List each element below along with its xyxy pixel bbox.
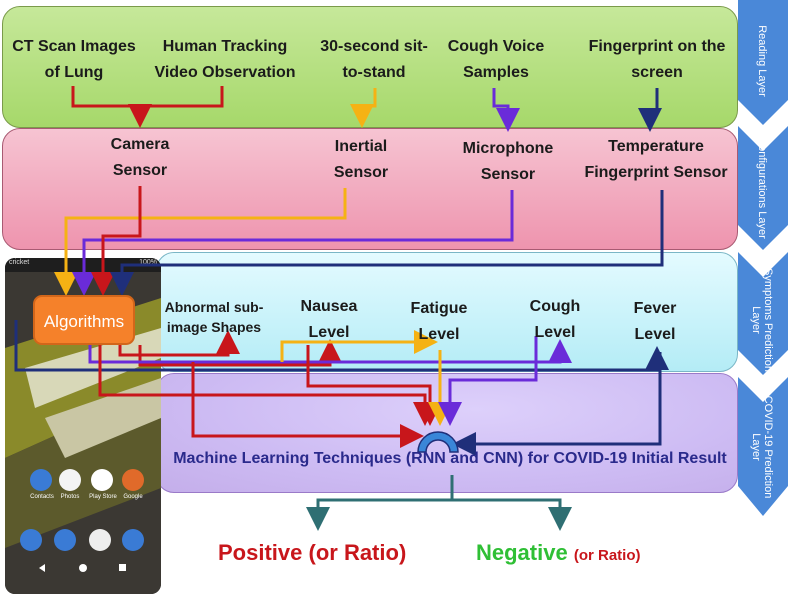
arrow-cough-ml bbox=[438, 336, 538, 426]
chevron-covid bbox=[738, 377, 788, 516]
arrow-camera-alg bbox=[91, 186, 142, 296]
reading-cough-voice: Cough Voice Samples bbox=[447, 38, 545, 81]
arrow-fever-ml bbox=[452, 352, 662, 456]
arrow-alg-nausea bbox=[138, 339, 342, 367]
symptom-cough: Cough Level bbox=[529, 298, 581, 341]
arrow-cough-mic bbox=[492, 88, 520, 132]
config-camera-sensor: Camera Sensor bbox=[110, 136, 170, 179]
app-google: Google bbox=[123, 494, 143, 500]
positive-note: (or Ratio) bbox=[308, 540, 407, 565]
reading-human-tracking: Human Tracking Video Observation bbox=[154, 38, 296, 81]
chevron-symptoms bbox=[738, 252, 788, 375]
arrow-ml-positive bbox=[306, 475, 454, 531]
arrow-inertial-alg bbox=[54, 188, 347, 296]
negative-label: Negative bbox=[476, 540, 568, 565]
ml-techniques-label: Machine Learning Techniques (RNN and CNN… bbox=[173, 450, 727, 467]
arrow-ct-camera bbox=[71, 86, 224, 122]
phone-battery: 100% bbox=[139, 259, 157, 266]
positive-label: Positive bbox=[218, 540, 303, 565]
app-photos: Photos bbox=[60, 494, 80, 500]
negative-note: (or Ratio) bbox=[573, 547, 641, 564]
chevron-config bbox=[738, 126, 788, 250]
reading-sit-to-stand: 30-second sit-to-stand bbox=[320, 38, 428, 81]
arrow-ml-negative bbox=[452, 498, 572, 531]
arrow-sit-inertial bbox=[350, 88, 377, 128]
symptom-nausea: Nausea Level bbox=[300, 298, 358, 341]
ml-hub-icon bbox=[417, 431, 459, 453]
arrow-alg-abnormal bbox=[118, 330, 240, 357]
symptom-fatigue: Fatigue Level bbox=[410, 300, 468, 343]
covid19-prediction-layer bbox=[156, 373, 738, 493]
arrow-alg-fatigue bbox=[280, 330, 438, 362]
reading-fingerprint: Fingerprint on the screen bbox=[588, 38, 726, 81]
reading-ct-scan: CT Scan Images of Lung bbox=[12, 38, 136, 81]
negative-result: Negative (or Ratio) bbox=[476, 540, 641, 566]
config-microphone-sensor: Microphone Sensor bbox=[462, 140, 554, 183]
arrow-temp-alg bbox=[110, 190, 664, 296]
arrow-mic-alg bbox=[72, 190, 514, 296]
arrow-abnormal-ml bbox=[191, 362, 424, 448]
app-contacts: Contacts bbox=[30, 494, 54, 500]
algorithms-box: Algorithms bbox=[33, 295, 135, 345]
configurations-layer bbox=[2, 128, 738, 250]
arrow-finger-temp bbox=[638, 88, 662, 132]
config-temperature-sensor: Temperature Fingerprint Sensor bbox=[584, 138, 728, 181]
arrow-nausea-ml bbox=[306, 345, 442, 426]
arrow-alg-cough bbox=[88, 339, 572, 364]
symptom-fever: Fever Level bbox=[633, 300, 677, 343]
app-play-store: Play Store bbox=[89, 494, 117, 500]
arrow-alg-fever bbox=[14, 320, 669, 372]
chevron-reading bbox=[738, 0, 788, 125]
symptom-abnormal-shapes: Abnormal sub-image Shapes bbox=[164, 299, 264, 335]
config-inertial-sensor: Inertial Sensor bbox=[333, 138, 389, 181]
phone-carrier: cricket bbox=[9, 259, 30, 266]
positive-result: Positive (or Ratio) bbox=[218, 540, 406, 566]
